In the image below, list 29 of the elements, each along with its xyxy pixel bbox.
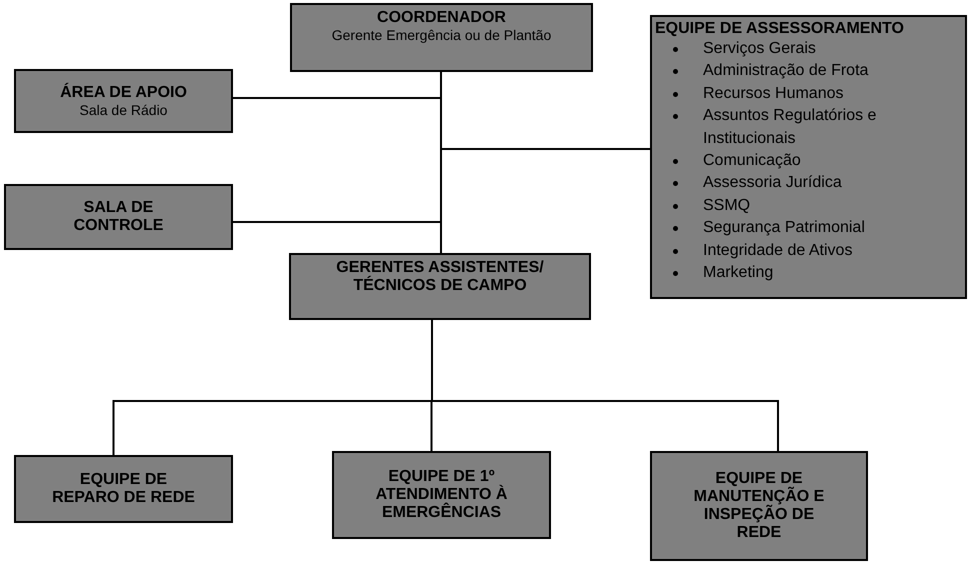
- org-box: [14, 69, 233, 133]
- box-title: COORDENADOR: [377, 9, 506, 27]
- org-box: [650, 451, 868, 561]
- box-title: EQUIPE DE ASSESSORAMENTO: [655, 20, 904, 38]
- org-box: [289, 253, 591, 320]
- list-item: Assuntos Regulatórios e Institucionais: [703, 106, 878, 149]
- org-box: [290, 3, 593, 72]
- box-title: SALA DE CONTROLE: [72, 199, 164, 235]
- list-item: Integridade de Ativos: [703, 240, 854, 261]
- org-box: [650, 15, 967, 299]
- list-item: Marketing: [703, 263, 774, 284]
- org-box: [332, 451, 551, 539]
- list-item: Recursos Humanos: [703, 84, 844, 104]
- list-item: Segurança Patrimonial: [703, 218, 866, 238]
- list-item: Serviços Gerais: [703, 39, 817, 59]
- box-title: ÁREA DE APOIO: [60, 84, 187, 102]
- box-title: EQUIPE DE 1º ATENDIMENTO À EMERGÊNCIAS: [374, 468, 508, 522]
- list-item: SSMQ: [703, 196, 752, 216]
- box-subtitle: Sala de Rádio: [80, 102, 168, 118]
- box-title: EQUIPE DE MANUTENÇÃO E INSPEÇÃO DE REDE: [692, 470, 826, 542]
- org-box: [4, 184, 233, 250]
- org-box: [14, 455, 233, 523]
- connector-line: [440, 72, 442, 253]
- list-item: Administração de Frota: [703, 61, 870, 82]
- list-item: Comunicação: [703, 151, 802, 172]
- box-title: EQUIPE DE REPARO DE REDE: [52, 471, 195, 507]
- box-title: GERENTES ASSISTENTES/ TÉCNICOS DE CAMPO: [335, 259, 545, 295]
- list-item: Assessoria Jurídica: [703, 173, 843, 194]
- box-subtitle: Gerente Emergência ou de Plantão: [332, 27, 552, 44]
